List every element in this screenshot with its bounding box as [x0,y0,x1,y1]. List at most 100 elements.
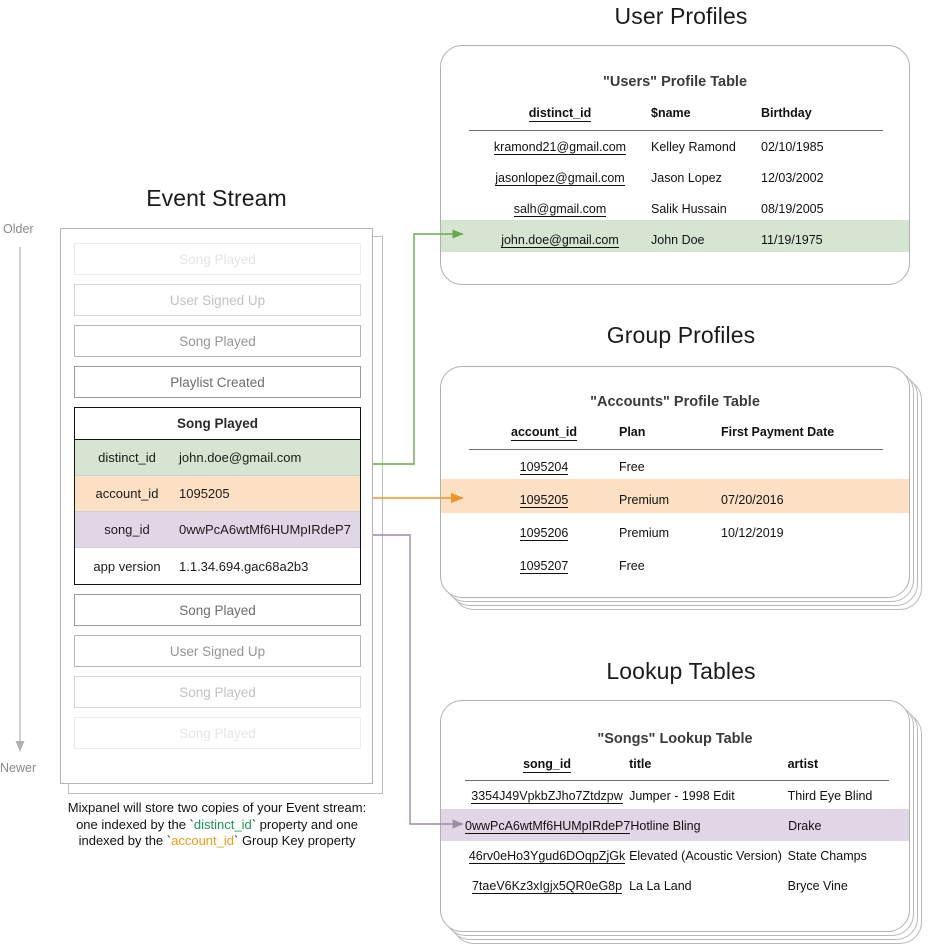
cell-plan: Premium [619,525,670,540]
event-item[interactable]: Song Played [74,325,361,357]
event-item[interactable]: Song Played [74,594,361,626]
event-stream-panel: Song Played User Signed Up Song Played P… [60,228,373,784]
event-label: Playlist Created [170,374,265,390]
caption-line-3: indexed by the `account_id` Group Key pr… [78,833,356,848]
cell-title: Hotline Bling [630,819,701,834]
column-header-distinct-id: distinct_id [528,106,592,122]
event-property-account-id[interactable]: account_id 1095205 [75,476,360,512]
cell-birthday: 02/10/1985 [761,139,824,154]
event-label: Song Played [179,602,256,618]
cell-song-id: 0wwPcA6wtMf6HUMpIRdeP7 [465,819,631,835]
group-profiles-card-stack: "Accounts" Profile Table account_id Plan… [440,366,922,610]
users-highlight-band [441,220,909,252]
cell-birthday: 08/19/2005 [761,201,824,216]
users-table-header: distinct_id $name Birthday [469,106,883,122]
table-row-highlighted[interactable]: 0wwPcA6wtMf6HUMpIRdeP7 Hotline Bling Dra… [465,811,889,841]
property-key: song_id [104,522,150,537]
event-label: Song Played [179,251,256,267]
event-item[interactable]: Song Played [74,717,361,749]
table-row[interactable]: 1095206 Premium 10/12/2019 [469,516,883,549]
property-value: 0wwPcA6wtMf6HUMpIRdeP7 [179,522,351,537]
cell-name: Kelley Ramond [651,139,736,154]
event-item[interactable]: Playlist Created [74,366,361,398]
property-value: 1095205 [179,486,230,501]
accounts-table-header: account_id Plan First Payment Date [469,425,883,441]
table-row[interactable]: 7taeV6Kz3xIgjx5QR0eG8p La La Land Bryce … [465,871,889,901]
group-profiles-title: Group Profiles [606,322,756,348]
cell-account-id: 1095205 [519,492,569,508]
songs-highlight-band [441,809,909,841]
event-item[interactable]: User Signed Up [74,635,361,667]
cell-artist: Bryce Vine [787,879,848,894]
songs-table: song_id title artist 3354J49VpkbZJho7Ztd… [465,757,889,901]
user-profiles-title: User Profiles [614,3,748,29]
cell-distinct-id: john.doe@gmail.com [501,232,619,248]
table-row[interactable]: kramond21@gmail.com Kelley Ramond 02/10/… [469,131,883,162]
cell-account-id: 1095207 [519,558,569,574]
cell-title: Jumper - 1998 Edit [629,789,735,804]
event-label: User Signed Up [169,292,266,308]
caption-line-1: Mixpanel will store two copies of your E… [67,800,367,815]
event-stream-title: Event Stream [146,185,287,211]
accounts-table-title: "Accounts" Profile Table [590,394,760,410]
accounts-table: account_id Plan First Payment Date 10952… [469,425,883,582]
cell-artist: State Champs [787,849,867,864]
event-item[interactable]: Song Played [74,243,361,275]
axis-label-newer: Newer [0,761,37,775]
table-row[interactable]: salh@gmail.com Salik Hussain 08/19/2005 [469,193,883,224]
event-property-song-id[interactable]: song_id 0wwPcA6wtMf6HUMpIRdeP7 [75,512,360,548]
table-row[interactable]: 46rv0eHo3Ygud6DOqpZjGk Elevated (Acousti… [465,841,889,871]
cell-first-payment-date: 07/20/2016 [721,492,784,507]
cell-distinct-id: salh@gmail.com [513,201,607,217]
focus-event-card[interactable]: Song Played distinct_id john.doe@gmail.c… [74,407,361,585]
table-row[interactable]: jasonlopez@gmail.com Jason Lopez 12/03/2… [469,162,883,193]
cell-plan: Free [619,558,645,573]
column-header-song-id: song_id [523,757,571,773]
cell-plan: Free [619,459,645,474]
column-header-title: title [629,757,652,771]
cell-song-id: 3354J49VpkbZJho7Ztdzpw [471,789,623,805]
property-key: distinct_id [98,450,156,465]
column-header-artist: artist [787,757,819,771]
property-key: account_id [95,486,159,501]
event-label: User Signed Up [169,643,266,659]
lookup-tables-card-stack: "Songs" Lookup Table song_id title artis… [440,700,922,948]
cell-song-id: 46rv0eHo3Ygud6DOqpZjGk [468,849,626,865]
column-header-account-id: account_id [511,425,577,441]
table-row-highlighted[interactable]: john.doe@gmail.com John Doe 11/19/1975 [469,224,883,255]
users-table: distinct_id $name Birthday kramond21@gma… [469,106,883,255]
cell-name: John Doe [651,232,705,247]
cell-title: La La Land [629,879,692,894]
cell-distinct-id: jasonlopez@gmail.com [495,170,625,186]
songs-lookup-card: "Songs" Lookup Table song_id title artis… [440,700,910,932]
event-label: Song Played [179,333,256,349]
event-property-app-version[interactable]: app version 1.1.34.694.gac68a2b3 [75,548,360,584]
event-item[interactable]: Song Played [74,676,361,708]
accounts-profile-card: "Accounts" Profile Table account_id Plan… [440,366,910,598]
cell-account-id: 1095206 [519,525,569,541]
event-property-distinct-id[interactable]: distinct_id john.doe@gmail.com [75,440,360,476]
axis-label-older: Older [3,222,34,236]
songs-table-header: song_id title artist [465,757,889,773]
caption-code-distinct-id: distinct_id [193,816,252,832]
column-header-plan: Plan [619,425,646,439]
table-row[interactable]: 1095207 Free [469,549,883,582]
event-stream-caption: Mixpanel will store two copies of your E… [38,800,396,850]
column-header-birthday: Birthday [761,106,812,120]
users-table-title: "Users" Profile Table [602,74,748,90]
table-row[interactable]: 1095204 Free [469,450,883,483]
event-item[interactable]: User Signed Up [74,284,361,316]
table-row[interactable]: 3354J49VpkbZJho7Ztdzpw Jumper - 1998 Edi… [465,781,889,811]
column-header-first-payment-date: First Payment Date [721,425,835,439]
cell-birthday: 11/19/1975 [761,232,823,247]
cell-title: Elevated (Acoustic Version) [629,849,782,864]
cell-plan: Premium [619,492,670,507]
focus-event-name: Song Played [75,408,360,440]
cell-name: Jason Lopez [651,170,722,185]
user-profiles-card-stack: "Users" Profile Table distinct_id $name … [440,45,922,285]
lookup-tables-title: Lookup Tables [606,658,756,684]
table-row-highlighted[interactable]: 1095205 Premium 07/20/2016 [469,483,883,516]
cell-name: Salik Hussain [651,201,727,216]
event-label: Song Played [179,684,256,700]
